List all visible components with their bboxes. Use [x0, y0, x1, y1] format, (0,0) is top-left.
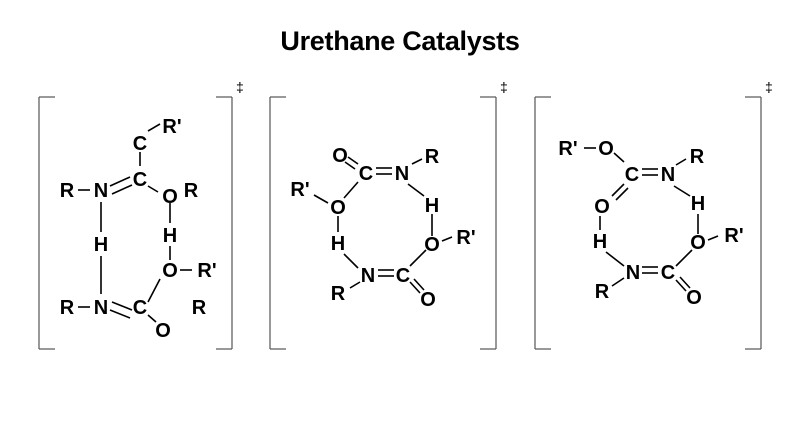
- atom-o-right: O: [690, 232, 706, 254]
- atom-rprime-right: R': [456, 227, 475, 249]
- atom-o-bottom: O: [155, 320, 171, 342]
- atom-o-bottom: O: [686, 287, 702, 309]
- bonds-3: [584, 147, 719, 292]
- atom-h-right: H: [691, 193, 705, 215]
- atom-o-mid: O: [162, 186, 178, 208]
- atom-o-top: O: [332, 145, 348, 167]
- atom-rprime-top: R': [162, 116, 181, 138]
- transition-state-3: ‡ R' O C N R O H H O R: [534, 79, 773, 350]
- atom-n-bottom: N: [94, 297, 108, 319]
- atom-h-mid: H: [163, 225, 177, 247]
- atom-rprime-low: R': [197, 260, 216, 282]
- bracket-right-1: [216, 96, 233, 350]
- double-dagger-2: ‡: [500, 79, 508, 95]
- atom-c-top: C: [625, 164, 639, 186]
- atom-h-left: H: [94, 234, 108, 256]
- bracket-left-3: [534, 96, 551, 350]
- bracket-right-3: [745, 96, 762, 350]
- atom-r-bottom-right: R: [192, 297, 207, 319]
- atom-h-left: H: [331, 233, 345, 255]
- diagram-title: Urethane Catalysts: [280, 26, 520, 56]
- atom-r-bottom: R: [595, 281, 610, 303]
- atom-n-top: N: [661, 164, 675, 186]
- atom-c-bottom: C: [396, 265, 410, 287]
- atom-c-top: C: [359, 163, 373, 185]
- atom-rprime-top: R': [558, 138, 577, 160]
- atom-r-top: R: [690, 146, 705, 168]
- atom-c-mid: C: [133, 169, 147, 191]
- atom-o-right: O: [424, 234, 440, 256]
- transition-state-1: ‡ R' C R N C O R H H O: [38, 79, 244, 350]
- atom-r-left: R: [60, 180, 75, 202]
- atom-o-top: O: [598, 138, 614, 160]
- bracket-left-1: [38, 96, 55, 350]
- atom-n-bottom: N: [361, 265, 375, 287]
- atom-o-left: O: [594, 196, 610, 218]
- atom-n-bottom: N: [626, 262, 640, 284]
- bracket-right-2: [480, 96, 497, 350]
- atom-o-bottom: O: [420, 289, 436, 311]
- atom-o-left: O: [330, 197, 346, 219]
- double-dagger-3: ‡: [765, 79, 773, 95]
- atom-o-low: O: [162, 260, 178, 282]
- atom-rprime-right: R': [724, 225, 743, 247]
- atom-n-top: N: [94, 180, 108, 202]
- atom-n-top: N: [395, 163, 409, 185]
- bonds-1: [78, 123, 192, 323]
- atom-c-bottom: C: [661, 262, 675, 284]
- double-dagger-1: ‡: [236, 79, 244, 95]
- atom-r-top: R: [425, 146, 440, 168]
- atom-h-left: H: [593, 231, 607, 253]
- atom-r-bottom: R: [60, 297, 75, 319]
- atom-h-right: H: [425, 195, 439, 217]
- atom-c-bottom: C: [133, 297, 147, 319]
- atom-r-mid: R: [184, 180, 199, 202]
- transition-state-2: ‡ O C N R R' O H H O R: [269, 79, 508, 350]
- bracket-left-2: [269, 96, 286, 350]
- atom-r-bottom: R: [331, 283, 346, 305]
- atom-c-top: C: [133, 133, 147, 155]
- bonds-2: [313, 156, 453, 294]
- atom-rprime-left: R': [290, 179, 309, 201]
